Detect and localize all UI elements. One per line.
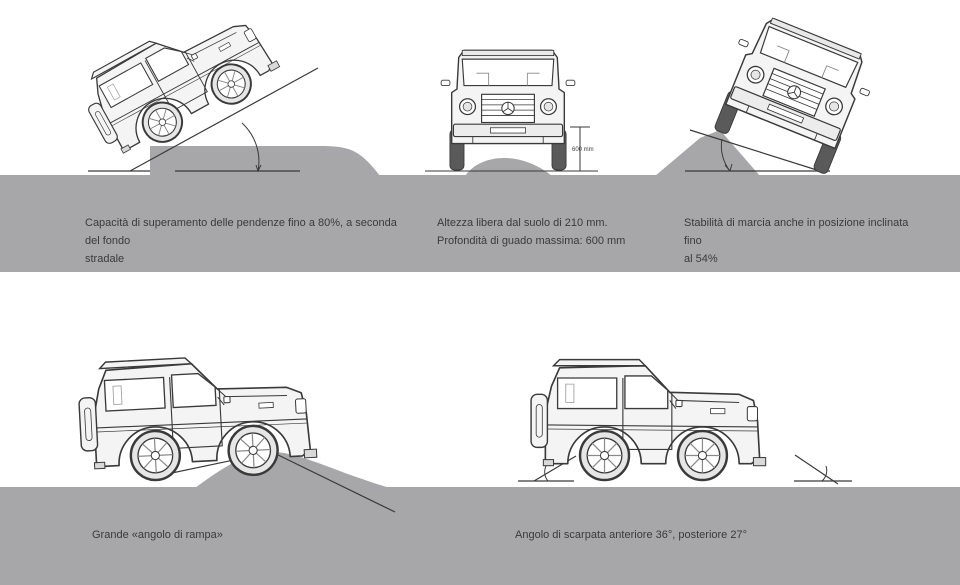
vehicle-level	[529, 358, 767, 482]
departure-line	[533, 455, 577, 482]
wading-depth-marker: 600 mm	[570, 126, 594, 171]
tilt-line	[689, 129, 821, 172]
vehicle-climbing	[72, 0, 287, 170]
vehicle-front-view	[440, 49, 576, 171]
tilt-stability-caption: Stabilità di marcia anche in posizione i…	[684, 217, 909, 265]
slope-line	[129, 67, 319, 172]
gradeability-caption: Capacità di superamento delle pendenze f…	[85, 217, 397, 265]
gradeability-illustration	[72, 0, 380, 176]
approach-line	[794, 454, 839, 485]
approach-departure-caption: Angolo di scarpata anteriore 36°, poster…	[515, 529, 747, 541]
lower-ground-band	[0, 487, 960, 585]
slope-angle-arc	[241, 122, 260, 172]
approach-angle-arc	[821, 465, 828, 482]
ramp-crest	[195, 452, 390, 488]
ramp-line-right	[271, 451, 396, 513]
ground-clearance-illustration: 600 mm	[425, 49, 598, 176]
upper-ground-band	[0, 175, 960, 272]
wading-depth-label: 600 mm	[572, 147, 594, 153]
tilt-stability-illustration	[655, 9, 883, 179]
ground-clearance-caption: Altezza libera dal suolo di 210 mm. Prof…	[437, 217, 626, 247]
ground-bump	[465, 157, 552, 176]
ramp-angle-illustration	[75, 350, 396, 513]
approach-departure-illustration	[518, 358, 852, 485]
ramp-angle-caption: Grande «angolo di rampa»	[92, 529, 223, 541]
departure-angle-arc	[544, 465, 549, 482]
